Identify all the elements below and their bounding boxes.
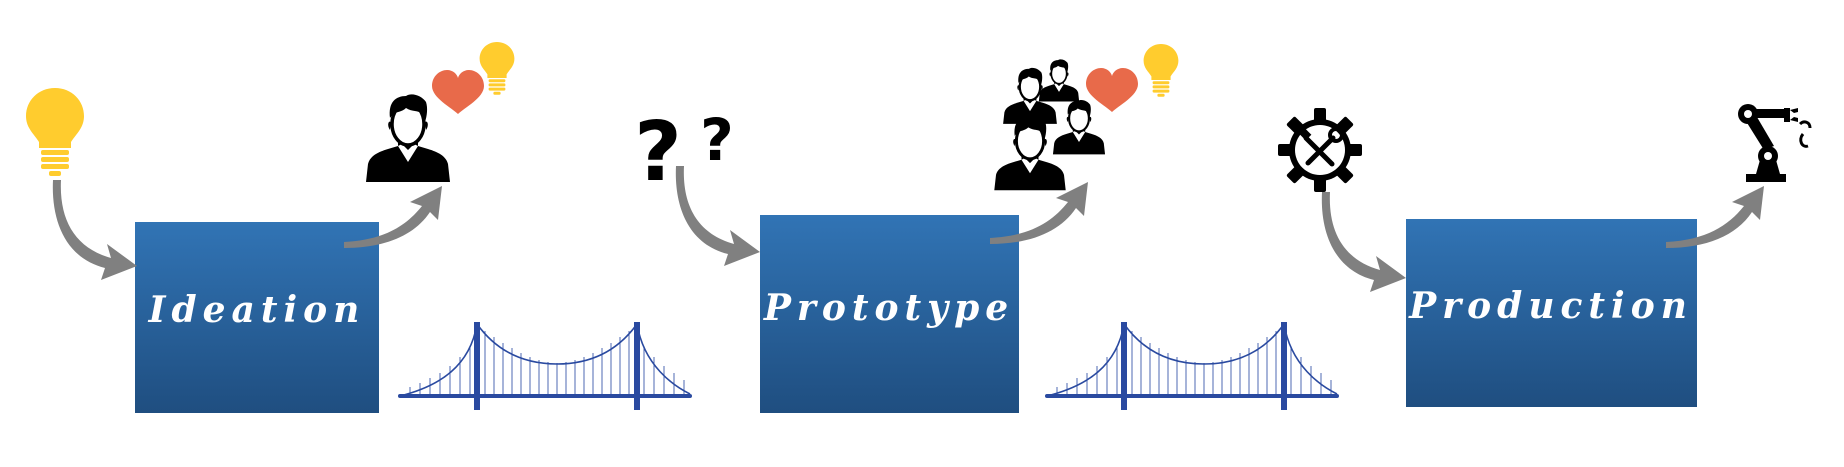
person-icon — [364, 92, 452, 184]
arrow-into-prototype — [675, 166, 760, 266]
stage-box — [760, 215, 1019, 413]
heart-icon — [432, 70, 484, 114]
lightbulb-icon — [479, 42, 515, 95]
stage-box — [1406, 219, 1697, 407]
stage-label: Production — [1408, 285, 1693, 327]
svg-text:?: ? — [634, 105, 682, 200]
stage-label: Ideation — [148, 289, 366, 331]
stage-prototype: Prototype — [760, 215, 1019, 413]
question-marks-icon: ? ? — [634, 105, 734, 200]
stage-production: Production — [1406, 219, 1697, 407]
svg-text:?: ? — [700, 106, 734, 174]
bridge-icon — [397, 321, 693, 411]
lightbulb-icon — [26, 88, 84, 176]
stage-box — [135, 222, 379, 413]
stage-ideation: Ideation — [135, 222, 379, 413]
bridge-icon — [1044, 321, 1340, 411]
stage-label: Prototype — [763, 287, 1014, 329]
robotic-arm-icon — [1738, 104, 1812, 182]
arrow-into-production — [1321, 192, 1406, 292]
gear-tools-icon — [1278, 108, 1362, 192]
heart-icon — [1086, 68, 1138, 112]
arrow-into-ideation — [52, 180, 137, 280]
lightbulb-icon — [1143, 44, 1179, 97]
